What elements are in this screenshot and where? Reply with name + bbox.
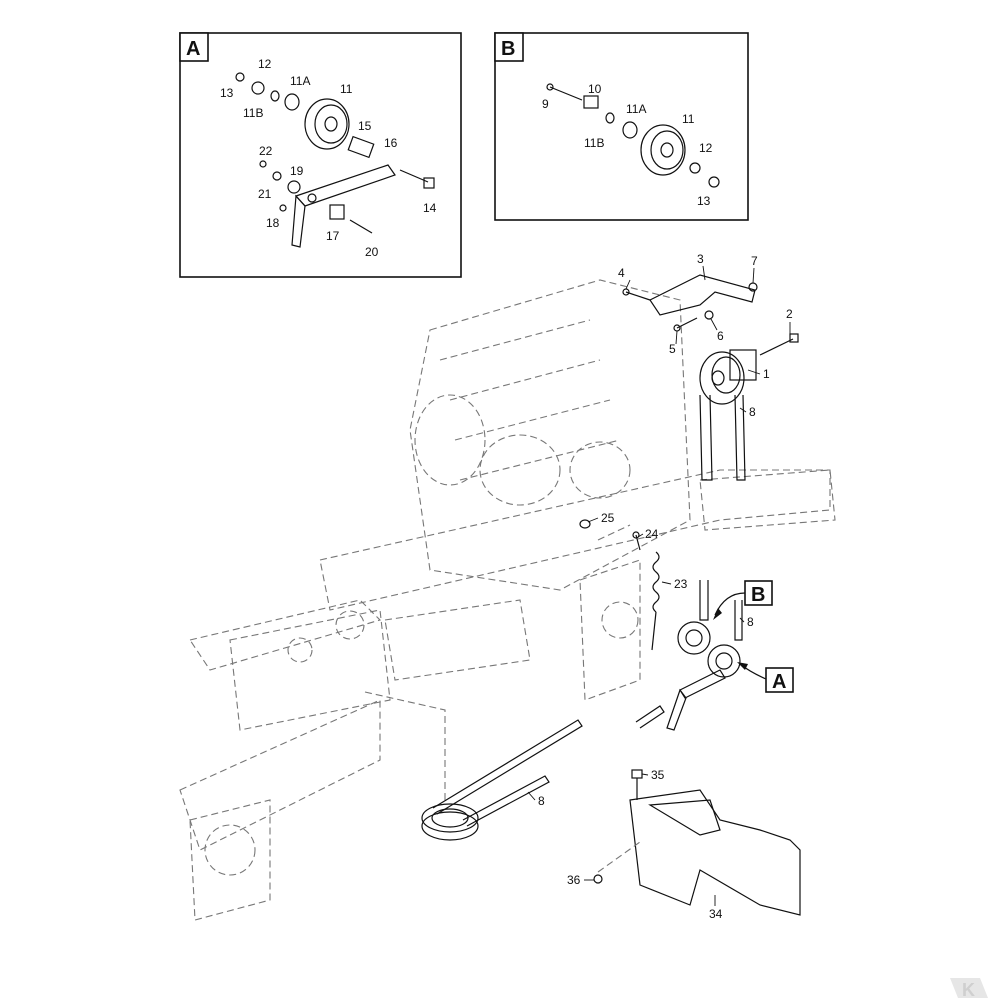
callout-8-lower: 8 [538,794,545,808]
detail-box-a-label: A [186,38,200,60]
callout-8-upper: 8 [749,405,756,419]
brand-logo: K [950,978,988,1000]
tensioner-pulley [699,333,799,405]
detail-box-b: B [494,32,749,221]
engine-outline [409,279,691,591]
detail-marker-b: B [713,580,773,620]
callout-6: 6 [717,329,724,343]
callout-23: 23 [674,577,688,591]
callout-a-17: 17 [326,229,340,243]
main-callouts: 4 3 7 5 6 2 1 8 25 24 23 8 8 35 8 36 34 [538,252,793,921]
callout-a-11b: 11B [243,106,263,120]
logo-letter: K [962,980,975,1000]
callout-a-22: 22 [259,144,273,158]
callout-b-11a: 11A [626,102,646,116]
callout-b-11b: 11B [584,136,604,150]
callout-b-12: 12 [699,141,713,155]
callout-24: 24 [645,527,659,541]
callout-b-13: 13 [697,194,711,208]
callout-a-19: 19 [290,164,304,178]
bracket-assembly [622,274,758,332]
callout-b-11: 11 [682,112,695,126]
belt-guard [593,769,801,916]
callout-a-13: 13 [220,86,234,100]
callout-35: 35 [651,768,665,782]
detail-box-a: A [179,32,462,278]
callout-a-14: 14 [423,201,437,215]
leader-lines [527,265,791,906]
callout-a-15: 15 [358,119,372,133]
drive-belt [432,394,746,827]
crank-pulley [364,691,479,841]
callout-8-mid: 8 [747,615,754,629]
callout-a-16: 16 [384,136,398,150]
callout-a-12: 12 [258,57,272,71]
callout-b-9: 9 [542,97,549,111]
callout-a-21: 21 [258,187,272,201]
callout-a-11a: 11A [290,74,310,88]
callout-a-18: 18 [266,216,280,230]
spring-assembly [579,519,660,651]
callout-25: 25 [601,511,615,525]
detail-box-b-label: B [501,38,515,60]
callout-36: 36 [567,873,581,887]
callout-7: 7 [751,254,758,268]
callout-4: 4 [618,266,625,280]
callout-2: 2 [786,307,793,321]
marker-b-label: B [751,584,765,606]
callout-34: 34 [709,907,723,921]
marker-a-label: A [772,671,786,693]
callout-a-20: 20 [365,245,379,259]
callout-b-10: 10 [588,82,602,96]
callout-5: 5 [669,342,676,356]
detail-a-callouts: 12 13 11A 11 11B 15 16 22 19 21 14 18 17… [220,57,437,259]
detail-b-callouts: 9 10 11A 11 11B 12 13 [542,82,713,208]
callout-1: 1 [763,367,770,381]
chassis-frame [179,469,836,921]
callout-a-11: 11 [340,82,353,96]
callout-3: 3 [697,252,704,266]
detail-marker-a: A [737,662,794,693]
idler-pulleys [666,621,741,731]
